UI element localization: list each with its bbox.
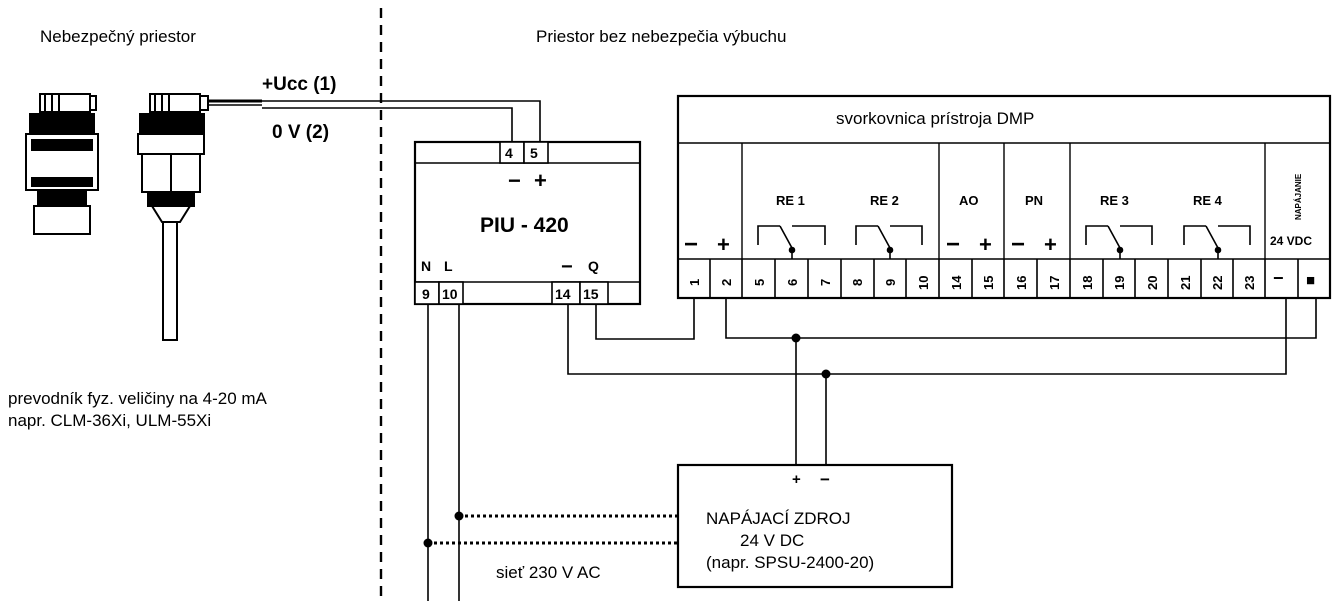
piu-label-q: Q [588, 258, 599, 274]
sensor-caption-line2: napr. CLM-36Xi, ULM-55Xi [8, 411, 211, 430]
sensor-device-right [137, 93, 209, 341]
dmp-group-re3: RE 3 [1100, 193, 1129, 208]
dmp-terminal: 17 [1047, 276, 1062, 290]
psu-line1: NAPÁJACÍ ZDROJ [706, 509, 851, 528]
zone-hazardous-label: Nebezpečný priestor [40, 27, 196, 46]
dmp-terminal: 5 [752, 279, 767, 286]
dmp-terminal: 8 [850, 279, 865, 286]
dmp-terminal: 21 [1178, 276, 1193, 290]
sensor-caption-line1: prevodník fyz. veličiny na 4-20 mA [8, 389, 268, 408]
dmp-terminal: 19 [1112, 276, 1127, 290]
cable-zero-label: 0 V (2) [272, 122, 329, 143]
dmp-ao-minus: − [946, 231, 960, 258]
dmp-supply-voltage: 24 VDC [1270, 234, 1312, 248]
dmp-terminal: 6 [785, 279, 800, 286]
piu-polarity-plus: + [534, 168, 547, 193]
psu-line2: 24 V DC [740, 531, 804, 550]
wiring [423, 298, 1317, 601]
dmp-terminal-supply-minus: − [1273, 268, 1284, 288]
piu-terminal-10: 10 [442, 286, 458, 302]
piu-terminal-4: 4 [505, 145, 513, 161]
power-supply-box [676, 463, 954, 589]
piu-label-minus: − [561, 256, 573, 278]
sensor-device-left [25, 93, 99, 235]
dmp-terminal-supply-plus: ■ [1306, 272, 1315, 289]
psu-minus: − [820, 470, 830, 489]
dmp-group-pn: PN [1025, 193, 1043, 208]
dmp-input-plus: + [717, 232, 730, 257]
dmp-terminal: 16 [1014, 276, 1029, 290]
piu-label-n: N [421, 258, 431, 274]
psu-line3: (napr. SPSU-2400-20) [706, 553, 874, 572]
dmp-ao-plus: + [979, 232, 992, 257]
relay-symbols [757, 225, 1251, 259]
piu-terminal-5: 5 [530, 145, 538, 161]
dmp-terminal: 9 [883, 279, 898, 286]
dmp-terminal: 14 [949, 275, 964, 290]
dmp-group-re4: RE 4 [1193, 193, 1223, 208]
piu-terminal-9: 9 [422, 286, 430, 302]
sensor-cable [208, 99, 541, 144]
piu-420-module [413, 140, 642, 306]
psu-plus: + [792, 471, 801, 488]
piu-label-l: L [444, 258, 453, 274]
mains-label: sieť 230 V AC [496, 563, 601, 582]
dmp-terminal: 20 [1145, 276, 1160, 290]
dmp-group-ao: AO [959, 193, 979, 208]
dmp-terminal: 1 [687, 279, 702, 286]
dmp-input-minus: − [684, 231, 698, 258]
piu-title: PIU - 420 [480, 214, 569, 237]
dmp-terminal: 15 [981, 276, 996, 290]
dmp-terminal: 23 [1242, 276, 1257, 290]
dmp-group-re2: RE 2 [870, 193, 899, 208]
dmp-terminal: 7 [818, 279, 833, 286]
dmp-terminal: 10 [916, 276, 931, 290]
zone-safe-label: Priestor bez nebezpečia výbuchu [536, 27, 786, 46]
cable-ucc-label: +Ucc (1) [262, 74, 336, 95]
dmp-terminal: 18 [1080, 276, 1095, 290]
dmp-pn-minus: − [1011, 231, 1025, 258]
piu-terminal-14: 14 [555, 286, 571, 302]
dmp-group-re1: RE 1 [776, 193, 805, 208]
dmp-terminal: 22 [1210, 276, 1225, 290]
dmp-title: svorkovnica prístroja DMP [836, 109, 1034, 128]
dmp-supply-label: NAPÁJANIE [1294, 173, 1303, 220]
dmp-terminal: 2 [719, 279, 734, 286]
piu-polarity-minus: − [508, 168, 521, 193]
dmp-terminal-numbers: 1 2 5 6 7 8 9 10 14 15 16 17 18 19 20 21… [687, 268, 1315, 290]
dmp-pn-plus: + [1044, 232, 1057, 257]
dmp-terminal-block [676, 94, 1332, 300]
piu-terminal-15: 15 [583, 286, 599, 302]
